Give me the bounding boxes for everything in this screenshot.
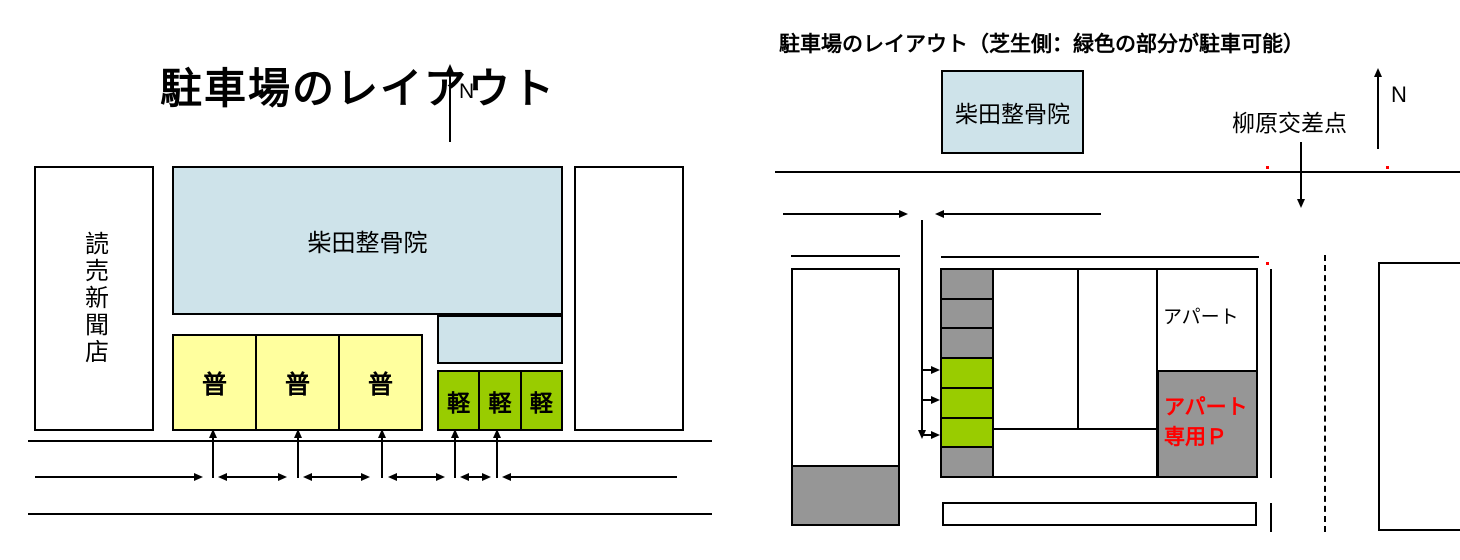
span-arrow-head	[218, 473, 227, 481]
side-street-arrow-east-head	[899, 210, 908, 218]
red-mark	[1386, 166, 1389, 169]
span-arrow-head	[361, 473, 370, 481]
entry-branch-arrow-head	[931, 366, 940, 374]
newspaper-store-label: 読売新聞店	[80, 231, 108, 366]
left-road-south-edge	[28, 513, 712, 515]
span-arrow-head	[460, 473, 469, 481]
right-clinic-label: 柴田整骨院	[955, 101, 1070, 127]
standard-stall-cell: 普	[367, 370, 393, 399]
entry-branch-arrow-head	[931, 431, 940, 439]
left-diagram-title: 駐車場のレイアウト	[160, 65, 557, 112]
stall-entry-arrow	[381, 437, 383, 478]
apartment-private-parking-box: アパート 専用Ｐ	[1157, 370, 1258, 478]
standard-stall-cell: 普	[257, 336, 340, 429]
right-north-label: N	[1391, 82, 1407, 107]
newspaper-store-box: 読売新聞店	[34, 166, 154, 431]
span-arrow-head	[303, 473, 312, 481]
curb-line-east	[941, 256, 1259, 258]
south-strip-box	[942, 502, 1257, 526]
stall-entry-arrow	[297, 437, 299, 478]
available-stall-cell	[942, 359, 992, 389]
entry-guide-line	[921, 220, 923, 432]
span-arrow-head	[436, 473, 445, 481]
span-arrow-head	[388, 473, 397, 481]
side-street-arrow-west	[944, 213, 1101, 215]
entry-guide-down-head	[918, 430, 926, 439]
stall-entry-arrow	[496, 437, 498, 478]
stall-entry-arrow	[212, 437, 214, 478]
occupied-stall-cell	[942, 270, 992, 300]
red-mark	[1266, 166, 1269, 169]
left-clinic-box: 柴田整骨院	[172, 166, 563, 315]
intersection-arrow-head	[1297, 199, 1305, 208]
left-north-arrow-head	[446, 64, 454, 73]
span-arrow-head	[278, 473, 287, 481]
occupied-stall-cell	[942, 329, 992, 360]
road-arrow-west	[510, 476, 677, 478]
east-dashed-line	[1324, 255, 1326, 532]
left-clinic-extension	[437, 315, 563, 364]
stall-entry-arrow-head	[209, 429, 217, 438]
kei-stall-cell: 軽	[439, 372, 481, 429]
right-north-arrow-line	[1377, 76, 1379, 149]
left-east-building-box	[574, 166, 684, 431]
span-arrow-line	[468, 476, 483, 478]
curb-line-west	[791, 255, 900, 257]
span-arrow-head	[482, 473, 491, 481]
standard-stalls-box: 普 普 普	[172, 334, 423, 431]
left-clinic-label: 柴田整骨院	[307, 230, 428, 257]
road-arrow-east	[35, 476, 196, 478]
red-mark	[1266, 262, 1269, 265]
road-arrow-east-head	[194, 473, 203, 481]
kei-stall-cell: 軽	[480, 372, 522, 429]
stall-entry-arrow-head	[493, 429, 501, 438]
stall-entry-arrow-head	[451, 429, 459, 438]
right-diagram-title: 駐車場のレイアウト（芝生側：緑色の部分が駐車可能）	[779, 33, 1304, 56]
apartment-private-parking-text: アパート 専用Ｐ	[1164, 396, 1248, 450]
right-clinic-box: 柴田整骨院	[941, 70, 1084, 154]
right-road-line	[775, 171, 1460, 173]
kei-stalls-box: 軽 軽 軽	[437, 370, 563, 431]
entry-branch-arrow	[923, 434, 933, 436]
entry-branch-arrow	[923, 369, 933, 371]
right-north-arrow-head	[1374, 68, 1382, 77]
kei-stall-cell: 軽	[529, 389, 553, 416]
east-building-box	[1378, 262, 1460, 531]
road-arrow-west-head	[502, 473, 511, 481]
parking-divider-line	[1077, 268, 1079, 429]
west-building-occupied-area	[793, 465, 898, 524]
west-building-box	[791, 268, 900, 526]
available-stall-cell	[942, 388, 992, 419]
entry-branch-arrow-head	[931, 396, 940, 404]
standard-stall-cell: 普	[174, 336, 257, 429]
intersection-label: 柳原交差点	[1232, 110, 1347, 136]
stall-entry-arrow	[454, 437, 456, 478]
left-north-arrow-line	[449, 72, 451, 142]
span-arrow-line	[226, 476, 279, 478]
lawn-stall-column	[940, 268, 994, 478]
occupied-stall-cell	[942, 299, 992, 330]
parking-divider-line	[994, 428, 1158, 430]
east-boundary-line	[1270, 269, 1272, 478]
available-stall-cell	[942, 418, 992, 449]
occupied-stall-cell	[942, 448, 992, 477]
east-boundary-line	[1270, 503, 1272, 532]
entry-branch-arrow	[923, 399, 933, 401]
side-street-arrow-east	[783, 213, 900, 215]
side-street-arrow-west-head	[935, 210, 944, 218]
span-arrow-line	[311, 476, 362, 478]
stall-entry-arrow-head	[294, 429, 302, 438]
span-arrow-line	[396, 476, 437, 478]
left-north-label: N	[459, 80, 475, 103]
apartment-label: アパート	[1163, 307, 1239, 328]
left-road-north-edge	[28, 440, 712, 442]
stall-entry-arrow-head	[378, 429, 386, 438]
